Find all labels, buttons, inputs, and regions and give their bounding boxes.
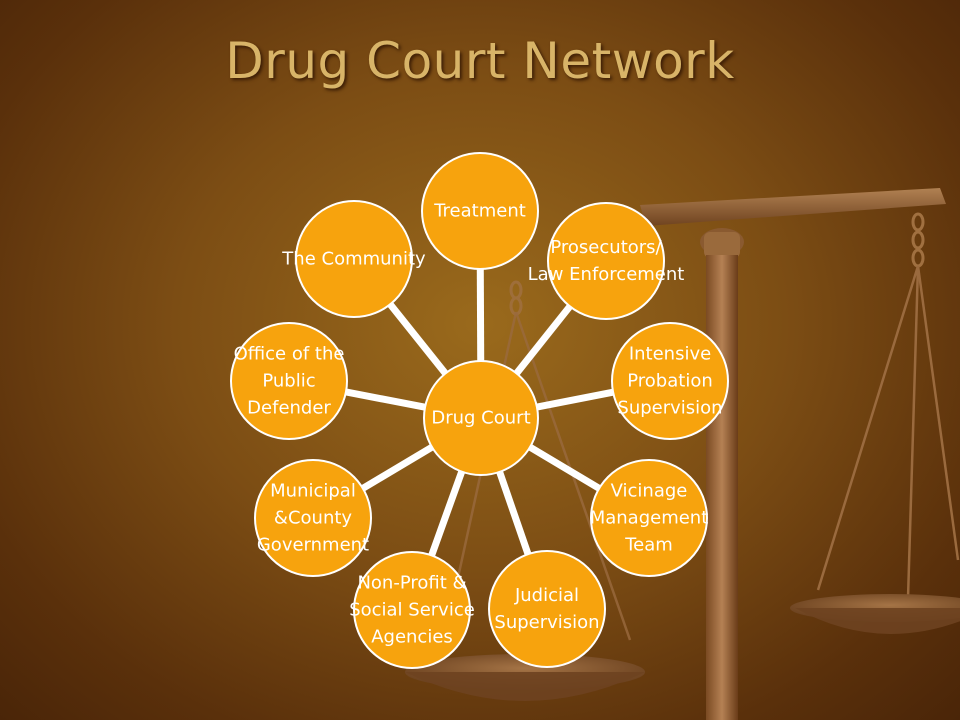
node-drug-court-label-line: Drug Court xyxy=(431,408,530,429)
connector-prosecutors xyxy=(513,304,573,376)
node-circle-community xyxy=(295,200,413,318)
scale-strings-right xyxy=(816,265,960,599)
node-intensive-probation-label-line: Probation xyxy=(627,371,713,392)
slide-title: Drug Court Network xyxy=(225,32,735,90)
node-prosecutors-label-line: Prosecutors/ xyxy=(550,237,662,258)
connector-public-defender xyxy=(345,388,426,411)
node-municipal-county-label-line: Government xyxy=(257,535,369,556)
node-treatment: Treatment xyxy=(421,152,539,270)
node-circle-vicinage-management xyxy=(590,459,708,577)
node-municipal-county-label-line: &County xyxy=(274,508,352,529)
connector-municipal-county xyxy=(361,444,434,492)
connector-non-profit xyxy=(428,470,466,557)
scale-beam xyxy=(640,188,946,226)
connector-lines xyxy=(345,268,614,557)
node-intensive-probation-label-line: Supervision xyxy=(617,398,722,419)
node-circle-non-profit xyxy=(353,551,471,669)
node-drug-court-center: Drug Court xyxy=(423,360,539,476)
node-vicinage-management-label-line: Management xyxy=(590,508,709,529)
connector-intensive-probation xyxy=(536,388,614,411)
node-non-profit-label-line: Non-Profit & xyxy=(357,573,466,594)
node-circle-municipal-county xyxy=(254,459,372,577)
node-public-defender-label-line: Defender xyxy=(247,398,331,419)
node-intensive-probation-label-line: Intensive xyxy=(629,344,711,365)
node-circle-prosecutors xyxy=(547,202,665,320)
node-non-profit-label-line: Agencies xyxy=(371,627,453,648)
node-circle-judicial-supervision xyxy=(488,550,606,668)
node-municipal-county-label-line: Municipal xyxy=(270,481,356,502)
node-circle-intensive-probation xyxy=(611,322,729,440)
node-public-defender-label-line: Public xyxy=(262,371,315,392)
node-prosecutors-label-line: Law Enforcement xyxy=(528,264,685,285)
node-treatment-label-line: Treatment xyxy=(433,201,526,222)
connector-community xyxy=(387,302,449,376)
node-judicial-supervision-label-line: Supervision xyxy=(494,612,599,633)
node-circle-drug-court xyxy=(423,360,539,476)
node-vicinage-management-label-line: Vicinage xyxy=(611,481,688,502)
node-community-label-line: The Community xyxy=(281,249,426,270)
node-circle-treatment xyxy=(421,152,539,270)
node-public-defender-label-line: Office of the xyxy=(234,344,345,365)
connector-vicinage-management xyxy=(528,444,601,492)
node-judicial-supervision-label-line: Judicial xyxy=(514,585,579,606)
node-community: The Community xyxy=(281,200,426,318)
node-circle-public-defender xyxy=(230,322,348,440)
node-vicinage-management-label-line: Team xyxy=(624,535,673,556)
node-non-profit-label-line: Social Service xyxy=(349,600,475,621)
connector-judicial-supervision xyxy=(496,470,532,556)
scale-post xyxy=(706,255,738,720)
node-prosecutors: Prosecutors/Law Enforcement xyxy=(528,202,685,320)
